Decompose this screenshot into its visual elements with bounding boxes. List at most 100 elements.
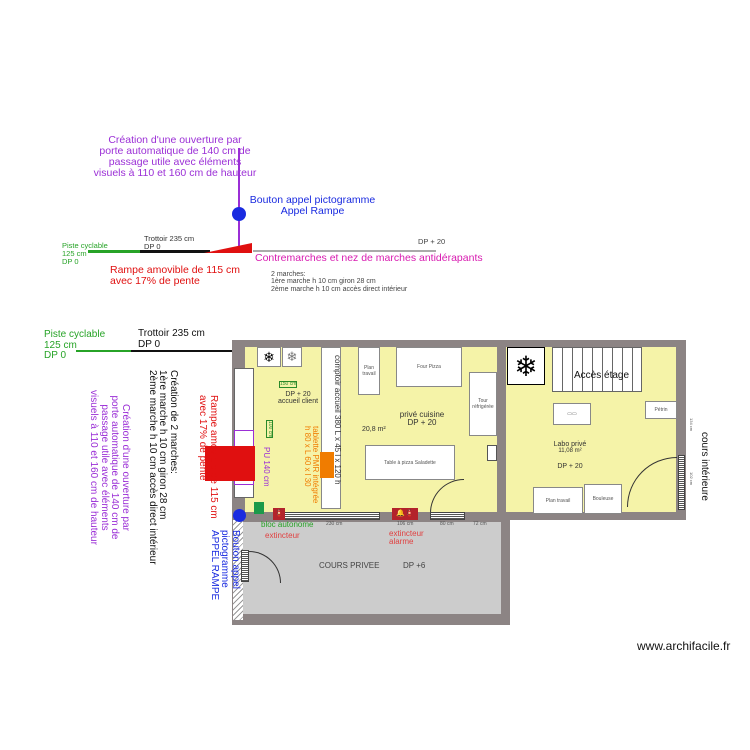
text-line: h 80 x L 60 x l 30: [302, 426, 312, 487]
fridge-icon: ❄: [507, 347, 545, 385]
text-line: 125 cm: [44, 339, 77, 351]
text-line: Rampe amovible de 115 cm: [110, 264, 240, 276]
text-line: DP 0: [138, 338, 161, 350]
text-line: porte automatique de 140 cm de: [109, 395, 121, 540]
text-line: alarme: [389, 537, 414, 547]
text-line: Création d'une ouverture par: [108, 134, 242, 146]
sink-small: [487, 445, 497, 461]
ramp-block: [205, 446, 255, 481]
text-line: 2ème marche h 10 cm accès direct intérie…: [147, 370, 158, 565]
text-line: 1ère marche h 10 cm giron 28 cm: [271, 278, 376, 286]
text-line: Labo privé: [553, 441, 587, 448]
dim-80: 80 cm: [440, 521, 454, 527]
tour-refrigeree: Tour réfrigérée: [469, 372, 497, 436]
bouleuse: Bouleuse: [584, 484, 622, 514]
labo-door-frame: [678, 455, 685, 510]
text-line: visuels à 110 et 160 cm de hauteur: [88, 390, 100, 545]
text-line: Création d'une ouverture par: [120, 404, 131, 531]
text-line: Bouton appel pictogramme: [249, 194, 376, 206]
dim-r2: 102 cm: [689, 472, 694, 486]
text-line: passage utile avec éléments: [108, 156, 242, 169]
bike-lane-line: [76, 350, 131, 352]
watermark: www.archifacile.fr: [637, 639, 731, 653]
pu-label: PU 140 cm: [262, 447, 271, 487]
dim-100: 100 cm: [265, 420, 273, 439]
text-line: Appel Rampe: [280, 205, 345, 218]
window: [280, 512, 380, 520]
dim-230: 230 cm: [326, 521, 343, 527]
text-line: pictogramme: [219, 530, 231, 588]
text-line: Trottoir 235 cm: [144, 234, 195, 243]
text-line: Création de 2 marches:: [168, 370, 179, 474]
extinguisher-sign-icon: 🧯: [273, 508, 285, 520]
text-line: avec 17% de pente: [110, 275, 200, 288]
dim-72: 72 cm: [473, 521, 487, 527]
stairs: [552, 347, 642, 392]
call-button-marker: [232, 207, 246, 221]
text-line: porte automatique de 140 cm de: [99, 145, 251, 158]
text-line: APPEL RAMPE: [209, 530, 220, 601]
text-line: DP + 20: [557, 462, 583, 470]
text-line: DP + 20: [285, 391, 311, 398]
call-button-marker: [233, 509, 246, 522]
court-door-frame: [241, 550, 249, 582]
dp20-top: DP + 20: [418, 237, 446, 246]
exit-sign-icon: [254, 502, 264, 514]
text-line: 1ère marche h 10 cm giron 28 cm: [157, 370, 169, 520]
text-line: accueil client: [277, 398, 319, 406]
plan-travail-labo: Plan travail: [533, 487, 583, 514]
dim-106: 106 cm: [397, 521, 414, 527]
text-line: tablette PMR intégrée: [311, 426, 320, 504]
dim-150: 150 cm: [279, 381, 298, 389]
text-line: 2ème marche h 10 cm accès direct intérie…: [271, 285, 408, 293]
sidewalk-line: [140, 250, 210, 253]
marches-note-top: 2 marches:1ère marche h 10 cm giron 28 c…: [271, 271, 407, 293]
extincteur1-label: extincteur: [265, 531, 300, 540]
table-pizza: Table à pizza Saladette: [365, 445, 455, 480]
text-line: Trottoir 235 cm: [138, 328, 205, 339]
sink: ▭▭: [553, 403, 591, 425]
contremarches-label: Contremarches et nez de marches antidéra…: [255, 252, 483, 264]
cours-label: COURS PRIVEE: [319, 561, 380, 570]
text-line: Piste cyclable: [44, 329, 106, 340]
bloc-label: bloc autonome: [261, 520, 314, 529]
text-line: DP + 20: [407, 418, 437, 428]
text-line: passage utile avec éléments: [99, 404, 110, 531]
text-line: Rampe amovible de 115 cm: [208, 395, 219, 519]
creation-marches-note: Création de 2 marches:1ère marche h 10 c…: [147, 370, 179, 565]
freezer-icon: ❄: [282, 347, 302, 367]
sidewalk-line: [131, 350, 234, 352]
text-line: DP 0: [44, 350, 67, 361]
text-line: visuels à 110 et 160 cm de hauteur: [93, 167, 257, 180]
text-line: 2 marches:: [271, 271, 306, 278]
cours-interieure-label: cours intérieure: [699, 432, 710, 501]
acces-etage-label: Accès étage: [574, 370, 630, 381]
text-line: Piste cyclable: [62, 241, 108, 250]
text-line: 11,08 m²: [558, 448, 582, 455]
text-line: extincteur: [389, 529, 424, 538]
bike-lane-line: [88, 250, 140, 253]
door-line: [238, 148, 240, 251]
window: [430, 512, 465, 520]
floor-line: [253, 250, 436, 252]
plan-travail: Plan travail: [358, 347, 380, 395]
dim-r1: 134 cm: [689, 418, 694, 432]
alarm-extinguisher-sign-icon: 🔔🧯: [392, 508, 418, 520]
text-line: 125 cm: [62, 248, 87, 258]
cours-dp: DP +6: [403, 561, 426, 570]
court-floor: [243, 522, 501, 614]
